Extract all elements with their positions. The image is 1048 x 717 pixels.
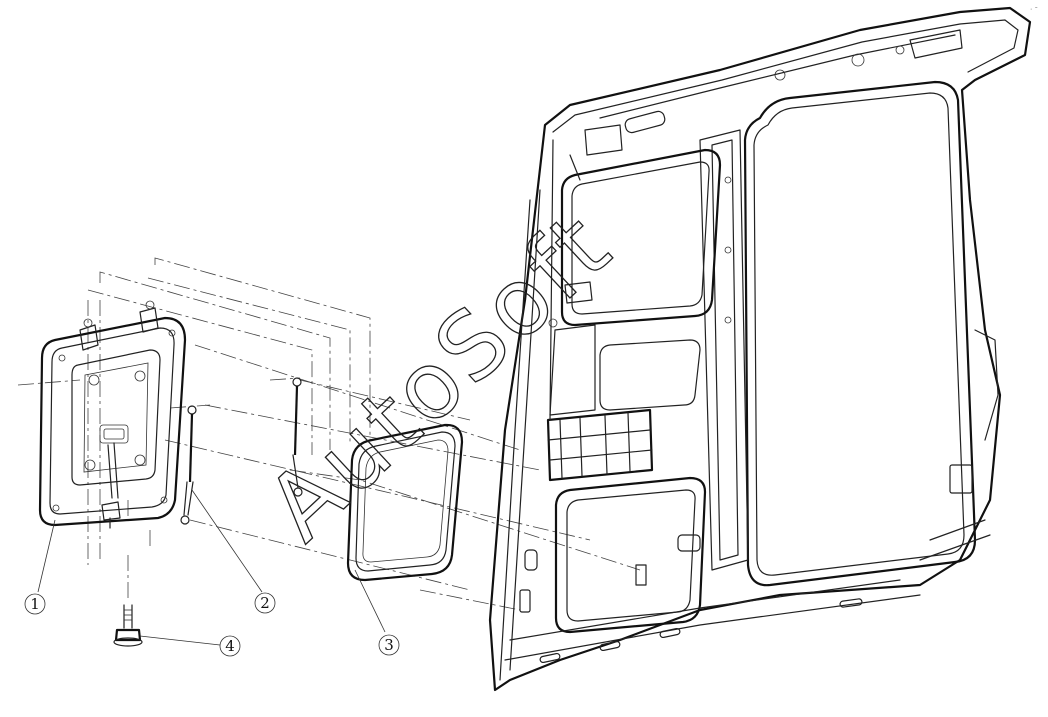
assembly-guide-lines	[17, 257, 641, 611]
callout-2: 2	[191, 489, 276, 614]
callout-4: 4	[139, 635, 241, 657]
callout-3-label: 3	[384, 636, 394, 654]
storage-box	[546, 408, 654, 482]
callout-1: 1	[24, 519, 56, 615]
corner-mark: ᐧ ᐨ	[1030, 5, 1038, 14]
part-2-gas-strut	[180, 377, 303, 525]
part-1-door-panel	[38, 300, 187, 529]
callout-4-label: 4	[225, 637, 235, 655]
part-4-bolt	[113, 604, 143, 647]
callout-2-label: 2	[260, 594, 270, 612]
callout-3: 3	[354, 569, 400, 656]
callout-1-label: 1	[30, 595, 40, 613]
watermark-text: AutoSoft	[247, 192, 632, 562]
part-3-seal	[346, 423, 464, 582]
vehicle-body-frame	[488, 6, 1032, 692]
